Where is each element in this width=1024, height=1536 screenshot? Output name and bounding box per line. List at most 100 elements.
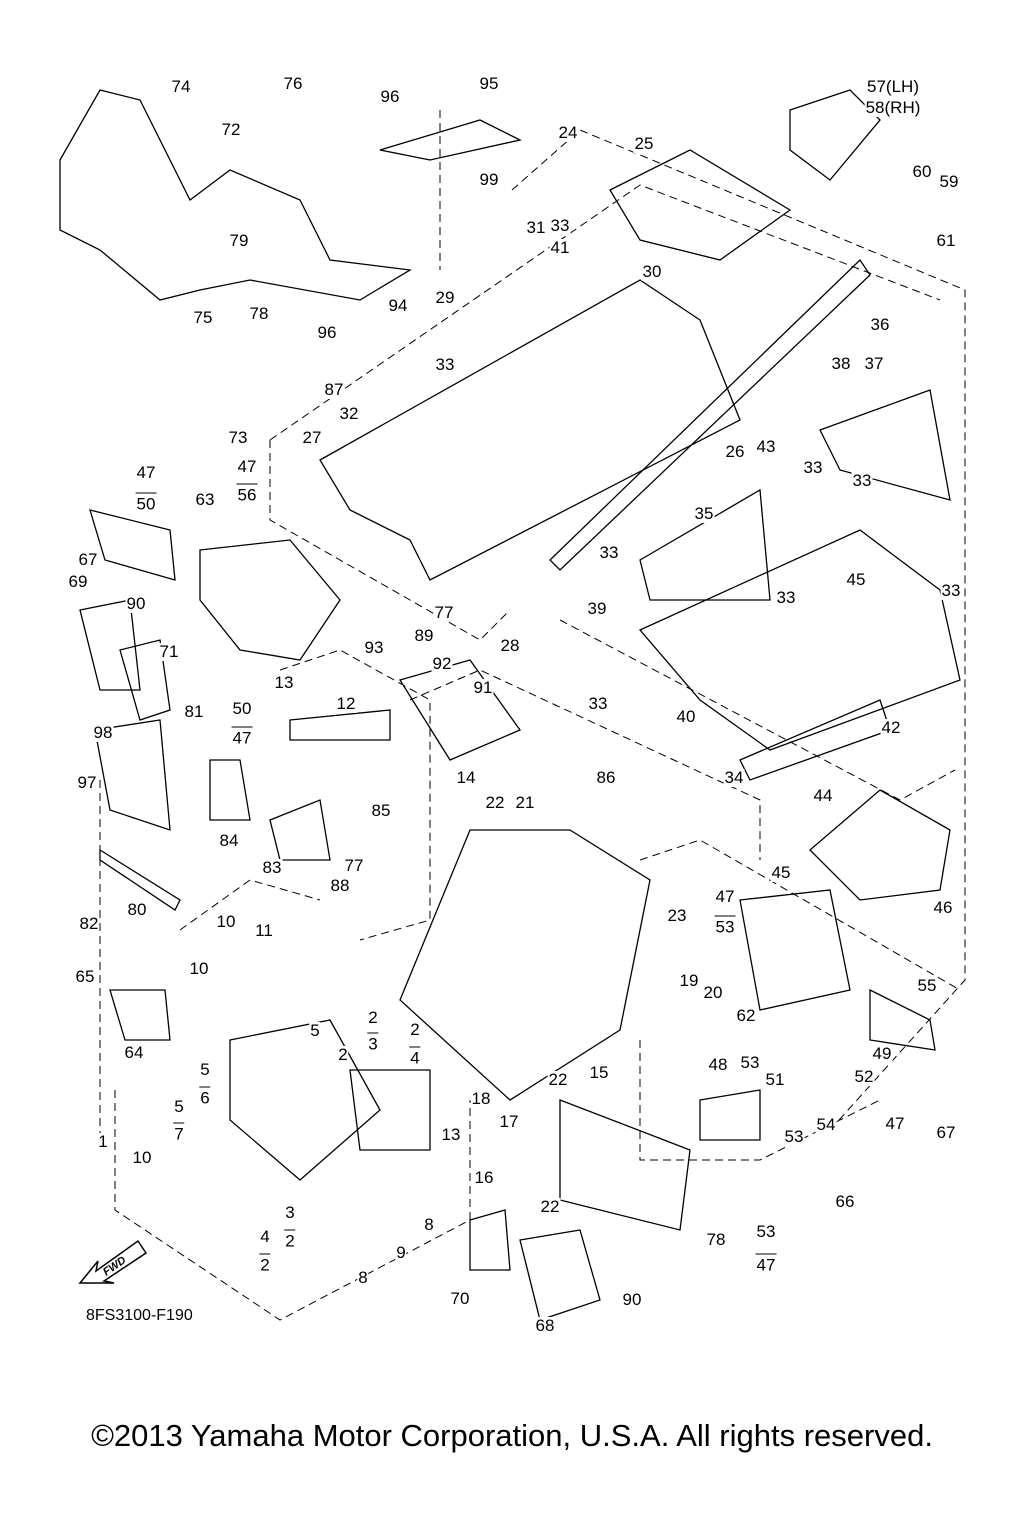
part-callout: 95: [478, 74, 500, 93]
part-callout: 44: [812, 786, 834, 805]
part-callout: 54: [815, 1115, 837, 1134]
part-callout: 97: [76, 773, 98, 792]
part-callout: 98: [92, 723, 114, 742]
part-callout: 3: [284, 1203, 296, 1222]
part-callout: 90: [621, 1290, 643, 1309]
part-callout: 7: [173, 1122, 185, 1144]
part-callout: 58(RH): [864, 98, 922, 117]
part-callout: 47: [755, 1253, 777, 1275]
part-callout: 66: [834, 1192, 856, 1211]
part-callout: 29: [434, 288, 456, 307]
part-callout: 47: [714, 887, 736, 906]
part-callout: 96: [316, 323, 338, 342]
part-callout: 72: [220, 120, 242, 139]
part-callout: 12: [335, 694, 357, 713]
part-callout: 50: [135, 492, 157, 514]
part-callout: 37: [863, 354, 885, 373]
part-callout: 81: [183, 702, 205, 721]
part-callout: 2: [337, 1045, 349, 1064]
part-callout: 33: [434, 355, 456, 374]
part-callout: 68: [534, 1316, 556, 1335]
part-callout: 87: [323, 380, 345, 399]
part-callout: 80: [126, 900, 148, 919]
part-callout: 10: [215, 912, 237, 931]
part-callout: 31: [525, 218, 547, 237]
part-callout: 74: [170, 77, 192, 96]
part-callout: 53: [714, 915, 736, 937]
part-callout: 27: [301, 428, 323, 447]
part-callout: 47: [231, 726, 253, 748]
part-callout: 78: [705, 1230, 727, 1249]
part-callout: 22: [539, 1197, 561, 1216]
part-callout: 8: [423, 1215, 435, 1234]
part-callout: 69: [67, 572, 89, 591]
part-callout: 45: [770, 863, 792, 882]
part-callout: 51: [764, 1070, 786, 1089]
part-callout: 1: [97, 1132, 109, 1151]
part-callout: 23: [666, 906, 688, 925]
part-callout: 57(LH): [866, 77, 920, 96]
part-callout: 26: [724, 442, 746, 461]
part-callout: 22: [547, 1070, 569, 1089]
part-callout: 2: [367, 1008, 379, 1027]
part-callout: 56: [236, 483, 258, 505]
part-callout: 25: [633, 134, 655, 153]
part-callout: 92: [431, 654, 453, 673]
part-callout: 4: [409, 1046, 421, 1068]
frame-exploded-view: [59, 89, 966, 1321]
part-callout: 71: [158, 642, 180, 661]
part-callout: 40: [675, 707, 697, 726]
part-callout: 39: [586, 599, 608, 618]
part-callout: 49: [871, 1044, 893, 1063]
part-callout: 47: [135, 463, 157, 482]
part-callout: 82: [78, 914, 100, 933]
part-callout: 19: [678, 971, 700, 990]
part-callout: 11: [254, 921, 274, 940]
part-callout: 2: [284, 1229, 296, 1251]
diagram-code: 8FS3100-F190: [86, 1307, 193, 1324]
part-callout: 62: [735, 1006, 757, 1025]
part-callout: 21: [514, 793, 536, 812]
part-callout: 63: [194, 490, 216, 509]
part-callout: 77: [433, 603, 455, 622]
part-callout: 96: [379, 87, 401, 106]
part-callout: 18: [470, 1089, 492, 1108]
part-callout: 22: [484, 793, 506, 812]
part-callout: 73: [227, 428, 249, 447]
part-callout: 47: [884, 1114, 906, 1133]
part-callout: 91: [472, 678, 494, 697]
part-callout: 13: [273, 673, 295, 692]
part-callout: 6: [199, 1086, 211, 1108]
part-callout: 30: [641, 262, 663, 281]
part-callout: 53: [739, 1053, 761, 1072]
part-callout: 89: [413, 626, 435, 645]
fwd-arrow-icon: FWD: [78, 1239, 148, 1284]
part-callout: 83: [261, 858, 283, 877]
part-callout: 48: [707, 1055, 729, 1074]
part-callout: 85: [370, 801, 392, 820]
part-callout: 34: [723, 768, 745, 787]
part-callout: 4: [259, 1227, 271, 1246]
part-callout: 3: [367, 1032, 379, 1054]
part-callout: 53: [783, 1127, 805, 1146]
part-callout: 88: [329, 876, 351, 895]
part-callout: 45: [845, 570, 867, 589]
part-callout: 79: [228, 231, 250, 250]
part-callout: 10: [131, 1148, 153, 1167]
part-callout: 77: [343, 856, 365, 875]
part-callout: 61: [935, 231, 957, 250]
part-callout: 67: [77, 550, 99, 569]
part-callout: 24: [557, 123, 579, 142]
part-callout: 16: [473, 1168, 495, 1187]
part-callout: 10: [188, 959, 210, 978]
part-callout: 67: [935, 1123, 957, 1142]
part-callout: 65: [74, 967, 96, 986]
part-callout: 53: [755, 1222, 777, 1241]
part-callout: 43: [755, 437, 777, 456]
part-callout: 33: [598, 543, 620, 562]
part-callout: 90: [125, 594, 147, 613]
part-callout: 46: [932, 898, 954, 917]
copyright-notice: ©2013 Yamaha Motor Corporation, U.S.A. A…: [91, 1418, 933, 1453]
part-callout: 17: [498, 1112, 520, 1131]
